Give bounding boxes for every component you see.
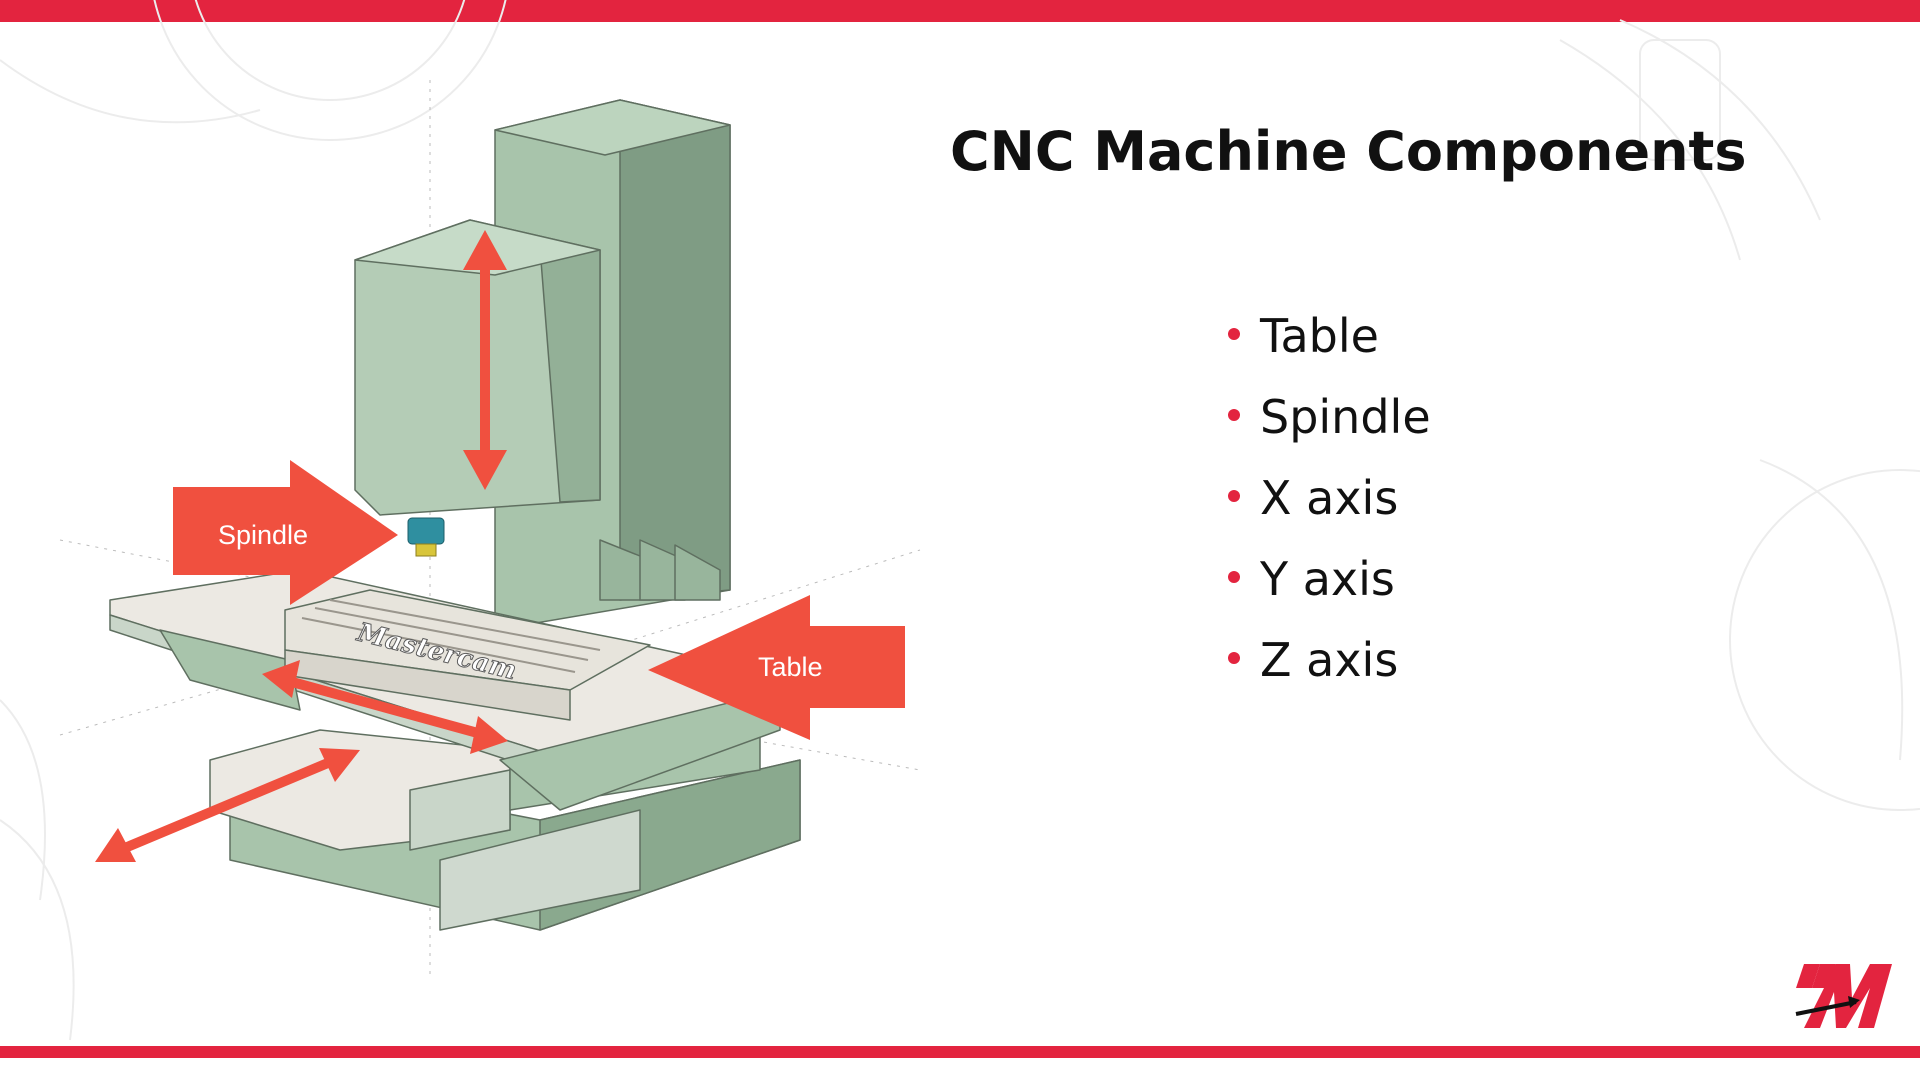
bullet-dot-icon	[1228, 490, 1240, 502]
mastercam-logo-icon	[1795, 964, 1892, 1028]
table-callout-arrow	[648, 595, 905, 740]
bullet-item-spindle: Spindle	[1222, 383, 1431, 464]
y-axis-arrow-icon	[95, 748, 360, 862]
bullet-item-x-axis: X axis	[1222, 464, 1431, 545]
component-bullet-list: Table Spindle X axis Y axis Z axis	[1222, 302, 1431, 707]
bullet-dot-icon	[1228, 328, 1240, 340]
bullet-item-z-axis: Z axis	[1222, 626, 1431, 707]
x-axis-arrow-icon	[262, 660, 508, 754]
bullet-text: Z axis	[1260, 633, 1399, 687]
top-accent-bar	[0, 0, 1920, 22]
bullet-item-y-axis: Y axis	[1222, 545, 1431, 626]
z-axis-arrow-icon	[463, 230, 507, 490]
cnc-machine-diagram: Mastercam	[59, 80, 921, 980]
bullet-text: Spindle	[1260, 390, 1431, 444]
table-callout-label: Table	[758, 652, 823, 682]
bullet-text: Table	[1260, 309, 1379, 363]
bottom-accent-bar	[0, 1046, 1920, 1058]
bullet-item-table: Table	[1222, 302, 1431, 383]
spindle-callout-arrow	[173, 460, 398, 605]
bullet-dot-icon	[1228, 409, 1240, 421]
bullet-dot-icon	[1228, 571, 1240, 583]
spindle-tool	[407, 517, 445, 557]
spindle-callout-label: Spindle	[218, 520, 309, 550]
bullet-text: Y axis	[1260, 552, 1395, 606]
axis-arrows	[95, 230, 508, 862]
bullet-dot-icon	[1228, 652, 1240, 664]
spindle-head	[354, 219, 601, 516]
bullet-text: X axis	[1260, 471, 1399, 525]
slide-title: CNC Machine Components	[950, 120, 1747, 183]
